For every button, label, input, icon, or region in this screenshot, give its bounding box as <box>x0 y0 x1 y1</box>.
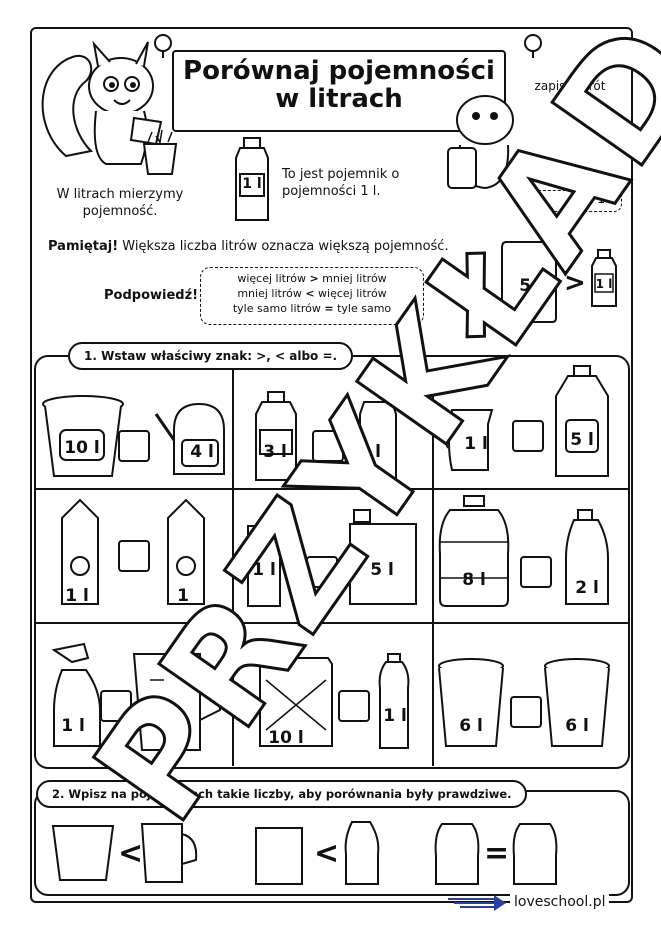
cell-right-label: 4 l <box>190 442 214 462</box>
cell-left-label: 1 l <box>65 586 89 606</box>
arrow-logo-icon <box>448 895 506 911</box>
bucket-icon <box>51 825 115 881</box>
water-jug-icon <box>512 823 558 885</box>
task2-sign: < <box>118 836 144 871</box>
container-label: 1 l <box>242 176 262 192</box>
compare-box[interactable] <box>510 696 542 728</box>
one-liter-bottle <box>235 137 269 221</box>
hint-row: więcej litrów > mniej litrów <box>237 272 387 285</box>
cell-left-label: 1 l <box>252 560 276 580</box>
cell-left-label: 10 l <box>64 438 100 458</box>
compare-box[interactable] <box>118 430 150 462</box>
water-jug-icon <box>438 495 510 607</box>
hint-row: tyle samo litrów = tyle samo <box>232 302 392 315</box>
task1-label: 1. Wstaw właściwy znak: >, < albo =. <box>68 342 354 370</box>
task2-sign: = <box>484 836 510 871</box>
cell-right-label: 1 l <box>383 706 407 726</box>
hint-row: mniej litrów < więcej litrów <box>237 287 387 300</box>
bucket-icon <box>544 658 610 747</box>
remember-prefix: Pamiętaj! <box>48 239 119 254</box>
beaver-illustration <box>447 95 514 190</box>
cell-right-label: 2 l <box>575 578 599 598</box>
abbrev-equation: = 1 l <box>581 192 613 207</box>
cell-left-label: 6 l <box>459 716 483 736</box>
compare-box[interactable] <box>520 556 552 588</box>
example-sign: > <box>564 268 586 298</box>
compare-box[interactable] <box>100 690 132 722</box>
abbrev-line: = 1 l <box>520 190 622 212</box>
compare-box[interactable] <box>512 420 544 452</box>
task2-label: 2. Wpisz na pojemnikach takie liczby, ab… <box>36 780 528 808</box>
measure-text: W litrach mierzymy pojemność. <box>56 187 184 219</box>
task1-grid <box>34 370 630 766</box>
compare-box[interactable] <box>338 690 370 722</box>
canister-icon <box>255 827 303 885</box>
cell-right-label: 6 l <box>565 716 589 736</box>
measuring-jug-icon <box>132 653 222 751</box>
cell-right-label: 1 <box>177 586 189 606</box>
bottle-icon <box>255 391 297 481</box>
cell-left-label: 10 l <box>268 728 304 748</box>
water-bottle-icon <box>555 365 609 477</box>
thermos-icon <box>247 525 294 607</box>
task2-sign: < <box>314 836 340 871</box>
cell-right-label: 5 l <box>570 430 594 450</box>
example-left-label: 5 l <box>519 276 543 296</box>
title-banner: Porównaj pojemności w litrach <box>172 50 506 132</box>
spray-bottle-icon <box>51 642 101 747</box>
cell-right-label: l <box>375 442 381 462</box>
hint-label: Podpowiedź! <box>104 288 199 303</box>
hint-box: więcej litrów > mniej litrów mniej litró… <box>200 267 424 325</box>
pin-icon <box>524 34 542 58</box>
pin-icon <box>154 34 172 58</box>
footer-site: loveschool.pl <box>510 894 610 910</box>
milk-carton-icon <box>61 498 99 605</box>
watering-can-icon <box>154 402 225 475</box>
bucket-icon <box>438 658 504 747</box>
cell-left-label: 3 l <box>263 442 287 462</box>
example-right-label: 1 l <box>595 277 613 291</box>
remember-line: Pamiętaj! Większa liczba litrów oznacza … <box>48 238 449 255</box>
page-title: Porównaj pojemności <box>183 56 495 86</box>
water-jug-icon <box>434 823 480 885</box>
jug-icon <box>442 409 494 471</box>
compare-box[interactable] <box>312 430 344 462</box>
bottle-icon <box>359 401 397 479</box>
bottle-icon <box>378 653 410 749</box>
milk-carton-icon <box>167 498 205 605</box>
abbrev-note: zapisz skrót l <box>534 79 606 110</box>
cell-left-label: 1 l <box>464 434 488 454</box>
compare-box[interactable] <box>118 540 150 572</box>
compare-box[interactable] <box>306 556 338 588</box>
cell-left-label: 1 l <box>61 716 85 736</box>
measuring-jug-icon <box>140 823 198 883</box>
example-bottle <box>591 249 617 307</box>
page-frame <box>30 27 633 903</box>
container-text: To jest pojemnik o pojemności 1 l. <box>282 167 400 199</box>
example-canister <box>501 241 557 323</box>
canister-icon <box>349 509 417 605</box>
detergent-bottle-icon <box>565 509 609 605</box>
page-subtitle: w litrach <box>275 84 403 114</box>
canister-icon <box>259 657 333 747</box>
detergent-bottle-icon <box>344 821 380 885</box>
bucket-icon <box>42 395 124 477</box>
cell-left-label: 8 l <box>462 570 486 590</box>
remember-text: Większa liczba litrów oznacza większą po… <box>122 239 449 254</box>
cell-right-label: 5 l <box>370 560 394 580</box>
squirrel-illustration <box>41 40 178 175</box>
